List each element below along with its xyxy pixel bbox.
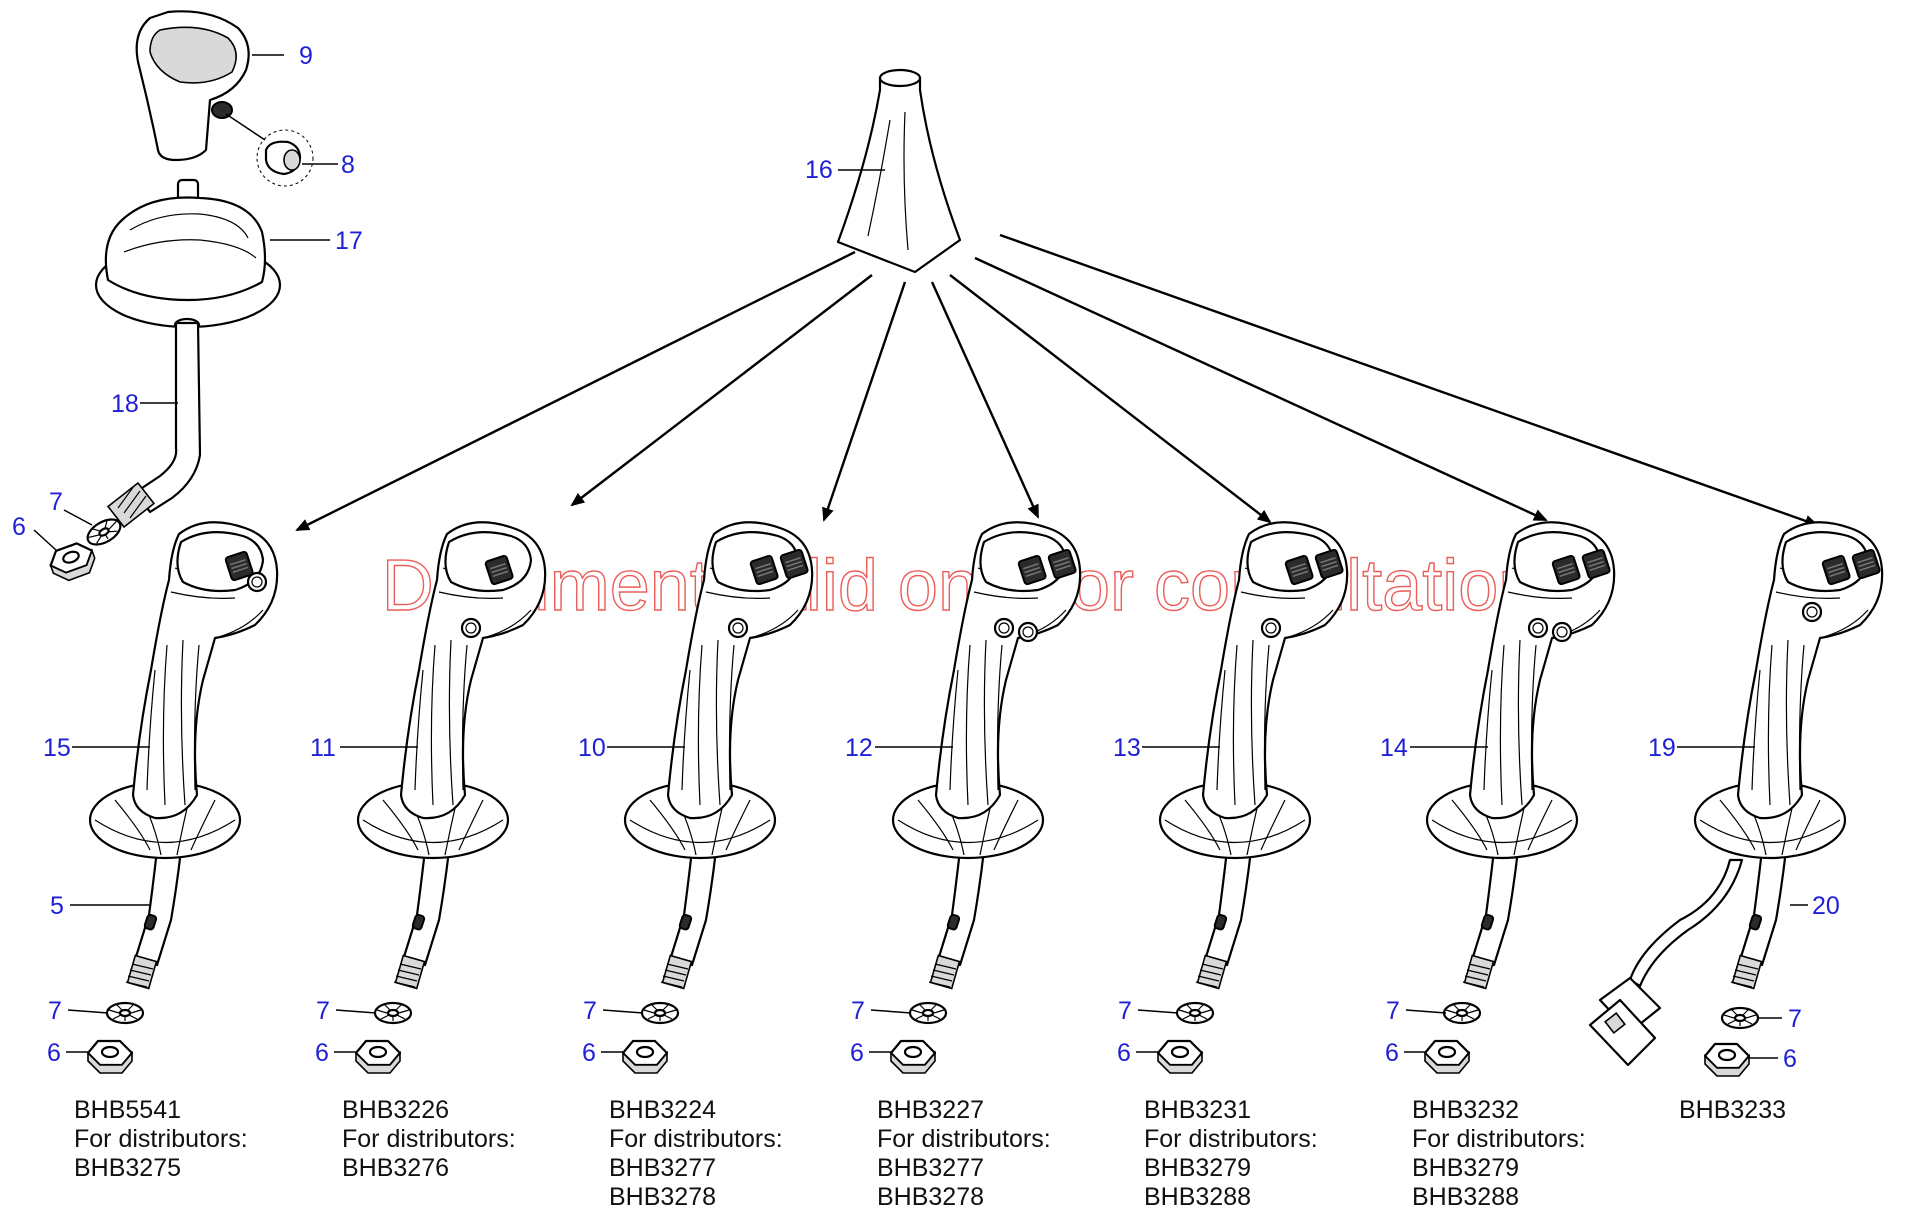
assignment-arrows: [295, 233, 1819, 532]
caption-bhb3232-l1: BHB3232: [1412, 1096, 1519, 1124]
caption-bhb3233-l1: BHB3233: [1679, 1096, 1786, 1124]
callout-6-h3: 6: [582, 1039, 596, 1067]
watermark: Document valid only for consultation: [382, 546, 1539, 626]
washers-and-nuts: [86, 1001, 1760, 1078]
captions: BHB5541 For distributors: BHB3275 BHB322…: [74, 1096, 1786, 1211]
callout-9: 9: [299, 42, 313, 70]
caption-bhb3232-l3: BHB3279: [1412, 1154, 1519, 1182]
callout-6-h4: 6: [850, 1039, 864, 1067]
caption-bhb3224-l3: BHB3277: [609, 1154, 716, 1182]
insert-part-8: [225, 113, 314, 187]
callout-7-h6: 7: [1386, 997, 1400, 1025]
callout-19: 19: [1648, 734, 1676, 762]
callout-5: 5: [50, 892, 64, 920]
caption-bhb3232-l2: For distributors:: [1412, 1125, 1586, 1153]
callout-20: 20: [1812, 892, 1840, 920]
caption-bhb3231-l3: BHB3279: [1144, 1154, 1251, 1182]
caption-bhb3231-l2: For distributors:: [1144, 1125, 1318, 1153]
callout-12: 12: [845, 734, 873, 762]
callout-17: 17: [335, 227, 363, 255]
boot-part-17: [94, 178, 282, 333]
caption-bhb3224-l2: For distributors:: [609, 1125, 783, 1153]
caption-bhb5541-l2: For distributors:: [74, 1125, 248, 1153]
caption-bhb3227-l1: BHB3227: [877, 1096, 984, 1124]
handle-leaders: [66, 746, 1808, 1059]
caption-bhb3227-l4: BHB3278: [877, 1183, 984, 1211]
caption-bhb3224-l1: BHB3224: [609, 1096, 716, 1124]
caption-bhb5541-l1: BHB5541: [74, 1096, 181, 1124]
caption-bhb3227-l3: BHB3277: [877, 1154, 984, 1182]
callout-7-h4: 7: [851, 997, 865, 1025]
callout-13: 13: [1113, 734, 1141, 762]
callout-18: 18: [111, 390, 139, 418]
callout-16: 16: [805, 156, 833, 184]
callout-7-h3: 7: [583, 997, 597, 1025]
callout-10: 10: [578, 734, 606, 762]
callout-7-h1: 7: [48, 997, 62, 1025]
caption-bhb3224-l4: BHB3278: [609, 1183, 716, 1211]
caption-bhb3227-l2: For distributors:: [877, 1125, 1051, 1153]
lever-part-18: [106, 321, 202, 529]
callout-6-h2: 6: [315, 1039, 329, 1067]
callout-15: 15: [43, 734, 71, 762]
gear-knob-assembly: [45, 10, 314, 586]
callout-11: 11: [310, 734, 336, 762]
caption-bhb3232-l4: BHB3288: [1412, 1183, 1519, 1211]
callout-7-h2: 7: [316, 997, 330, 1025]
callout-6-h7: 6: [1783, 1045, 1797, 1073]
caption-bhb3226-l3: BHB3276: [342, 1154, 449, 1182]
caption-bhb3226-l2: For distributors:: [342, 1125, 516, 1153]
caption-bhb5541-l3: BHB3275: [74, 1154, 181, 1182]
caption-bhb3231-l4: BHB3288: [1144, 1183, 1251, 1211]
caption-bhb3231-l1: BHB3231: [1144, 1096, 1251, 1124]
handle-bhb3233: [1588, 521, 1884, 1067]
connector: [1588, 976, 1662, 1067]
boot-part-16: [836, 68, 962, 274]
handle-bhb5541: [88, 521, 279, 990]
callout-7-top: 7: [49, 488, 63, 516]
callout-7-h7: 7: [1788, 1005, 1802, 1033]
callout-7-h5: 7: [1118, 997, 1132, 1025]
caption-bhb3226-l1: BHB3226: [342, 1096, 449, 1124]
callout-6-h1: 6: [47, 1039, 61, 1067]
callout-6-h5: 6: [1117, 1039, 1131, 1067]
callout-6-top: 6: [12, 513, 26, 541]
callout-6-h6: 6: [1385, 1039, 1399, 1067]
callout-14: 14: [1380, 734, 1408, 762]
callout-8: 8: [341, 151, 355, 179]
